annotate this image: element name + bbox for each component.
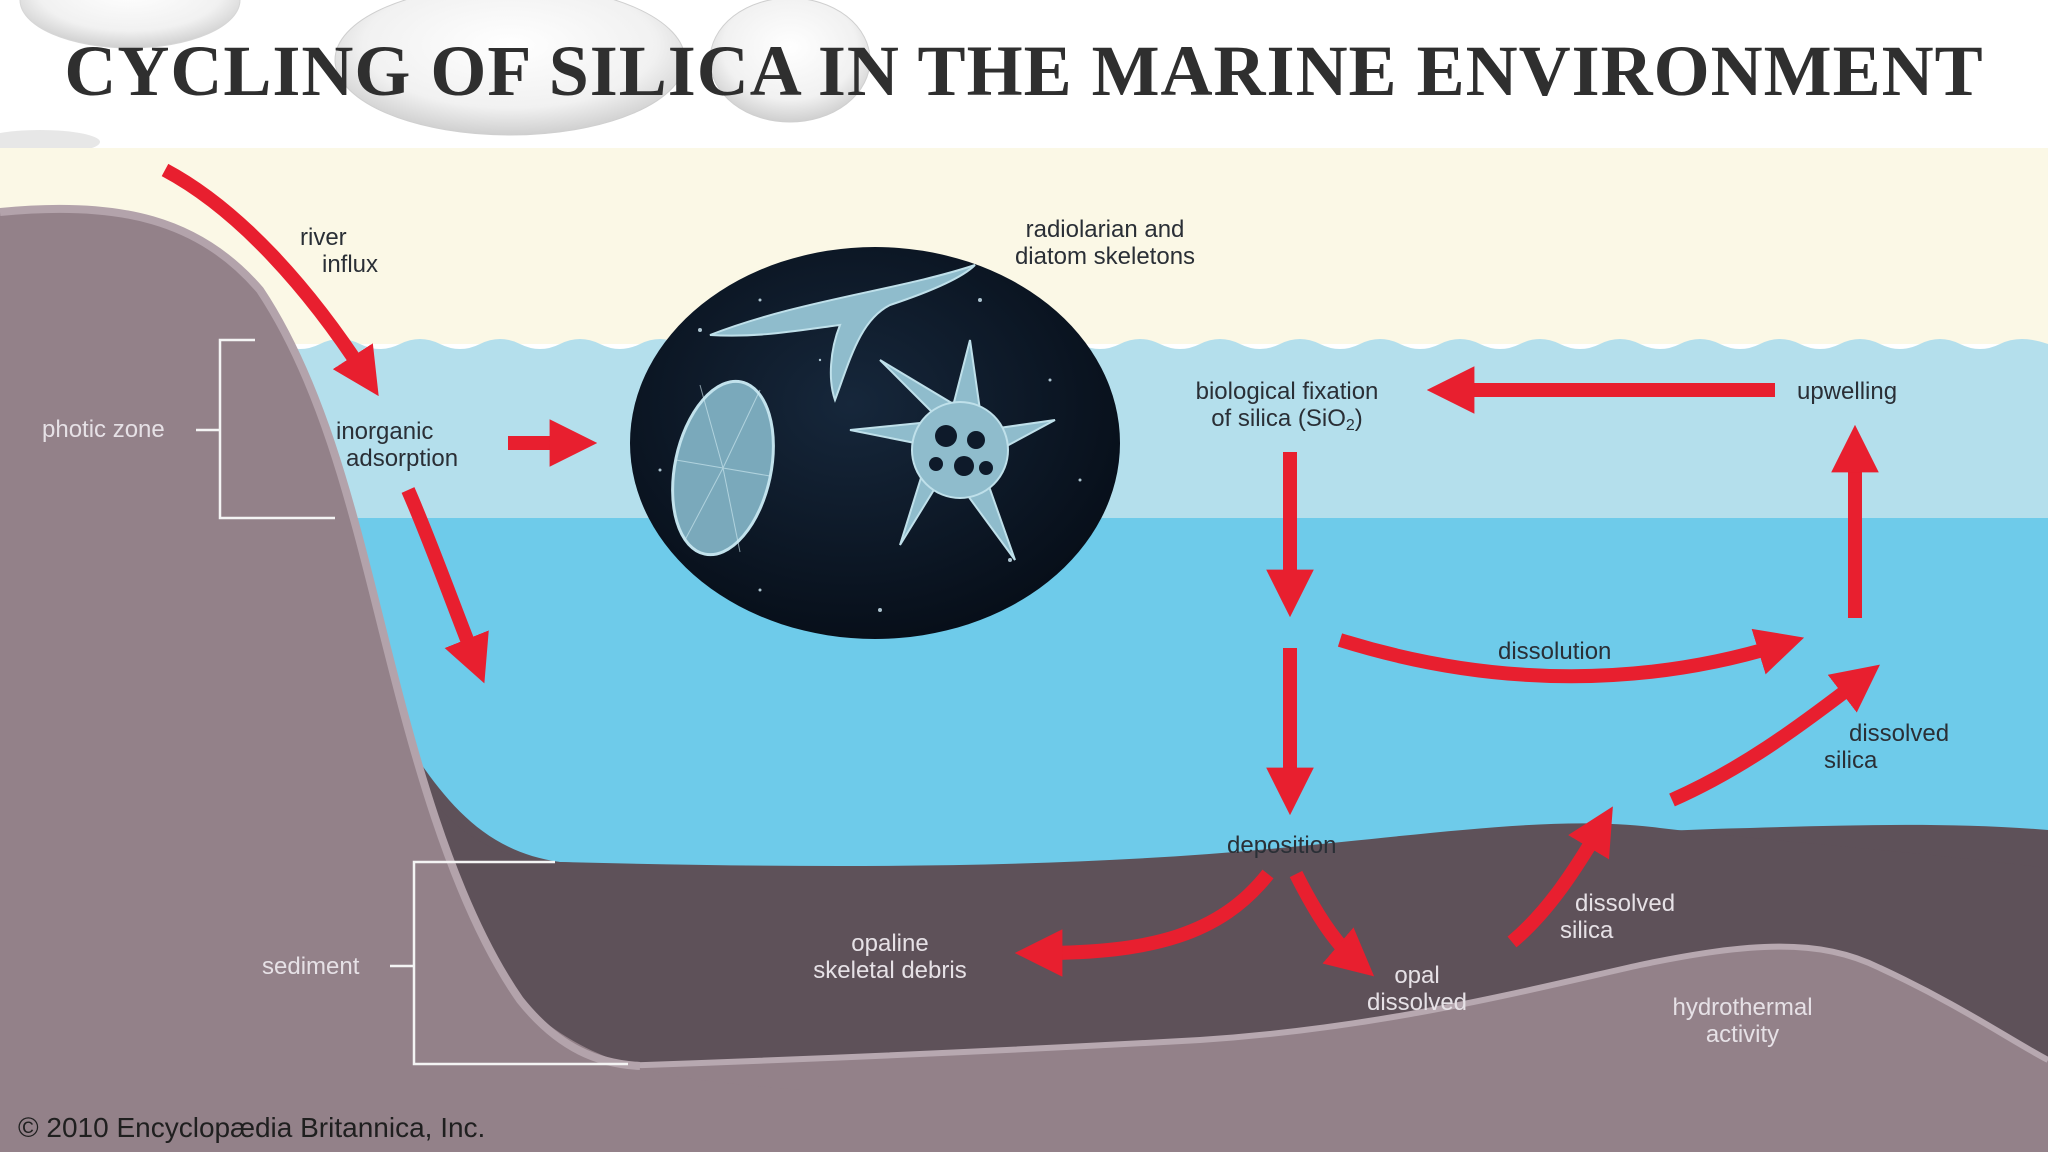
label-fixation-suffix: ) [1354, 405, 1363, 432]
photic-zone-bracket [196, 338, 335, 520]
cycle-arrows [161, 163, 1880, 977]
label-hydrothermal-line2: activity [1705, 1021, 1780, 1048]
label-biological-fixation-line1: biological fixation [1195, 378, 1379, 405]
label-upwelling: upwelling [1797, 378, 1898, 405]
label-skeletons: radiolarian and diatom skeletons [990, 216, 1220, 270]
label-inorganic-adsorption: inorganic adsorption [336, 418, 458, 472]
sediment-bracket [390, 860, 628, 1066]
label-skeletons-line2: diatom skeletons [1014, 243, 1196, 270]
label-inorganic-adsorption-line1: inorganic [336, 418, 434, 445]
label-opaline-debris: opaline skeletal debris [790, 930, 990, 984]
label-dissolved-silica-upper: dissolved silica [1824, 720, 1949, 774]
arrow-to-opaline-debris [1014, 869, 1274, 977]
label-dissolved-silica-lower-line2: silica [1560, 917, 1614, 944]
water-droplets-decoration [0, 0, 871, 154]
label-opaline-debris-line1: opaline [851, 930, 929, 957]
arrow-river-influx [161, 163, 379, 397]
arrow-adsorption-down [401, 487, 489, 684]
label-opaline-debris-line2: skeletal debris [813, 957, 967, 984]
label-river-influx-line1: river [300, 224, 347, 251]
label-dissolution: dissolution [1498, 638, 1612, 665]
label-hydrothermal-activity: hydrothermal activity [1650, 994, 1835, 1048]
label-dissolved-silica-upper-line2: silica [1824, 747, 1878, 774]
label-dissolved-silica-lower-line1: dissolved [1575, 890, 1676, 917]
label-biological-fixation-line2: of silica (SiO2) [1172, 405, 1402, 439]
page-title: CYCLING OF SILICA IN THE MARINE ENVIRONM… [64, 31, 1984, 111]
label-river-influx-line2: influx [322, 251, 379, 278]
label-deposition: deposition [1227, 832, 1337, 859]
label-fixation-prefix: of silica (SiO [1211, 405, 1346, 432]
label-skeletons-line1: radiolarian and [1025, 216, 1185, 243]
label-opal-dissolved: opal dissolved [1352, 962, 1482, 1016]
copyright-notice: © 2010 Encyclopædia Britannica, Inc. [18, 1112, 486, 1143]
arrow-dissolved-silica-upper [1669, 664, 1880, 807]
label-dissolved-silica-lower: dissolved silica [1560, 890, 1675, 944]
label-opal-dissolved-line1: opal [1394, 962, 1440, 989]
label-biological-fixation: biological fixation of silica (SiO2) [1172, 378, 1402, 439]
arrow-dissolved-silica-lower [1507, 806, 1613, 948]
label-dissolved-silica-upper-line1: dissolved [1849, 720, 1950, 747]
label-river-influx: river influx [300, 224, 378, 278]
label-fixation-subscript: 2 [1345, 417, 1355, 434]
skeletons-illustration [630, 247, 1120, 639]
label-hydrothermal-line1: hydrothermal [1672, 994, 1813, 1021]
label-photic-zone: photic zone [42, 416, 165, 443]
arrow-to-opal-dissolved [1289, 870, 1375, 977]
label-opal-dissolved-line2: dissolved [1366, 989, 1468, 1016]
label-sediment: sediment [262, 953, 360, 980]
label-inorganic-adsorption-line2: adsorption [346, 445, 459, 472]
continental-land [0, 208, 800, 1152]
land-edge [0, 204, 641, 1070]
hydrothermal-rock-edge [559, 943, 2048, 1071]
arrow-dissolution [1337, 628, 1805, 684]
